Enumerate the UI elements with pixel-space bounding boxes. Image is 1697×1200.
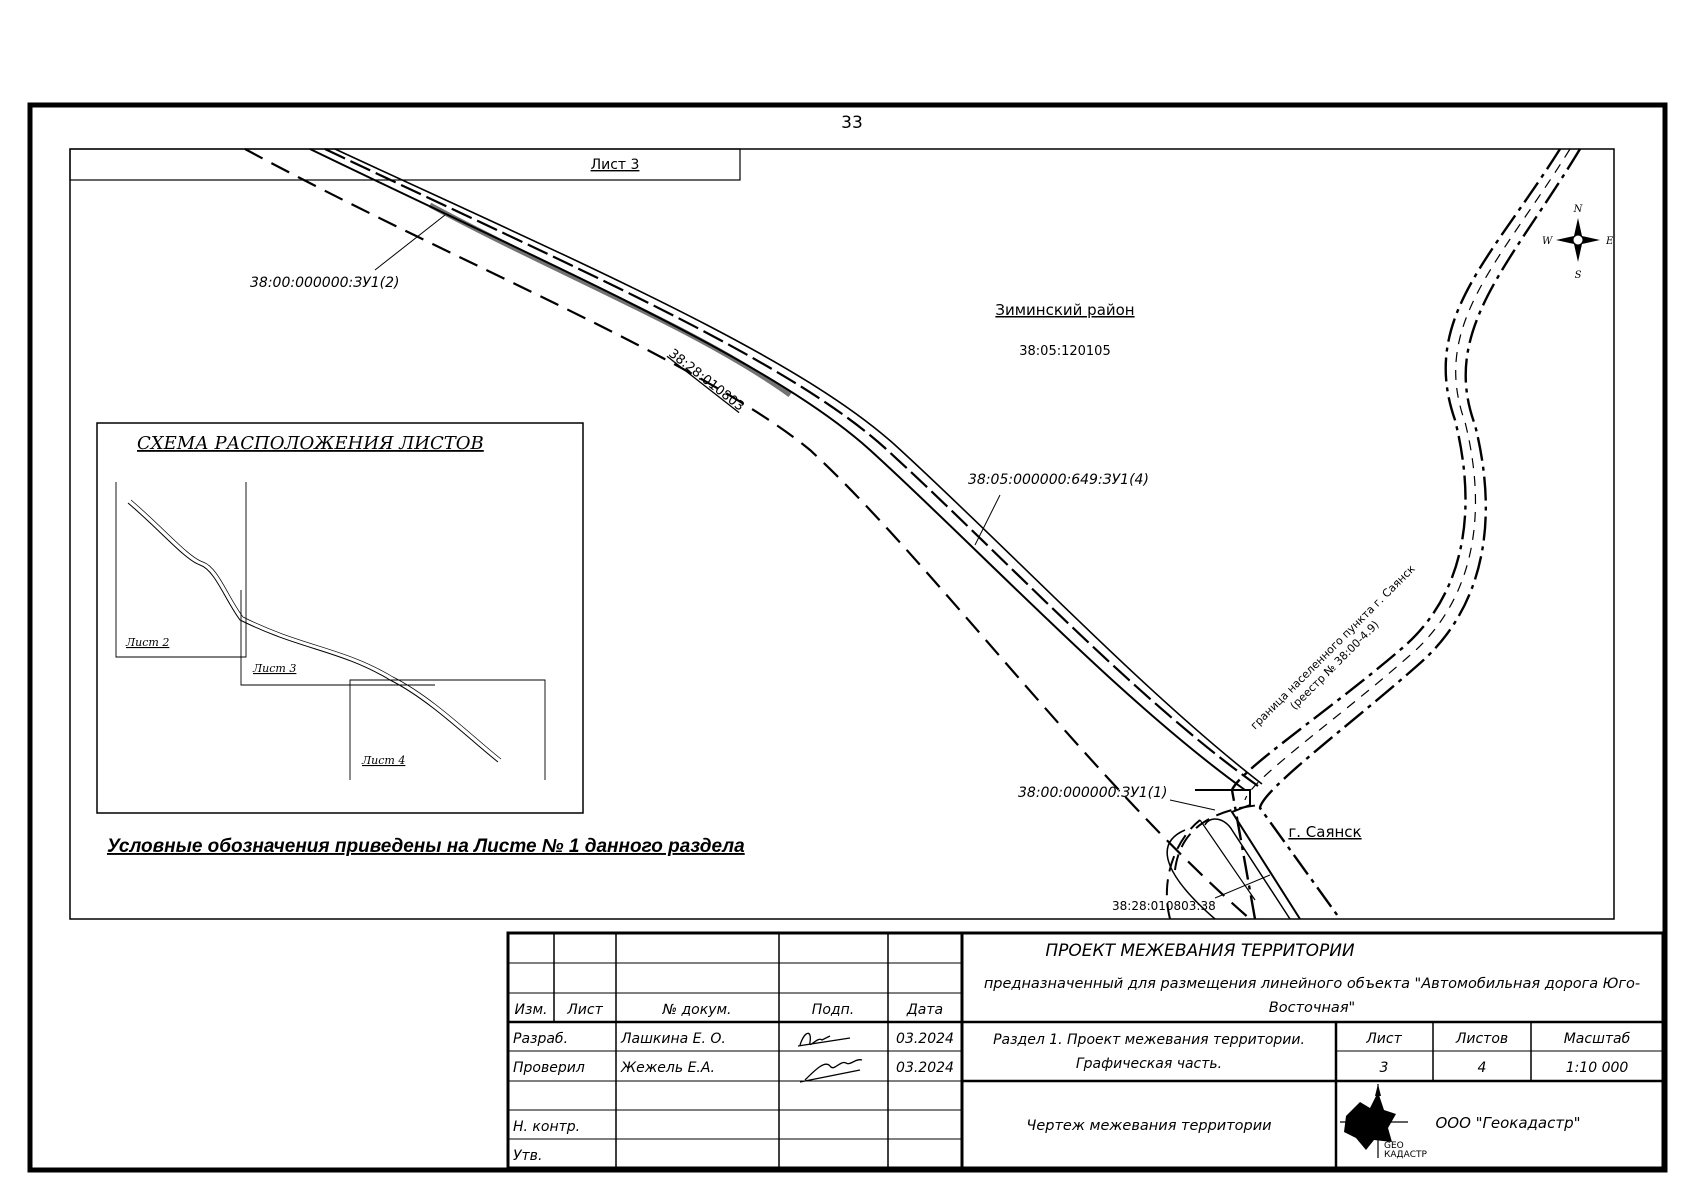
section-line1: Раздел 1. Проект межевания территории.	[993, 1032, 1305, 1048]
town-label: г. Саянск	[1288, 823, 1361, 841]
header-date: Дата	[906, 1002, 943, 1018]
boundary-label-line2: (реестр № 38:00-4.9)	[1288, 618, 1382, 712]
sheets-value: 4	[1478, 1060, 1487, 1076]
section-line2: Графическая часть.	[1076, 1056, 1222, 1072]
sheet-label: Лист 3	[591, 157, 640, 173]
inset-sheet3-box	[240, 590, 435, 686]
compass-rose: N S E W	[1542, 204, 1614, 281]
leader-zu1-1	[1169, 799, 1216, 811]
sheet-layout-inset: СХЕМА РАСПОЛОЖЕНИЯ ЛИСТОВ Лист 2 Лист 3 …	[96, 422, 584, 814]
parcel-label-zu1-1: 38:00:000000:ЗУ1(1)	[1018, 785, 1167, 801]
block-label: 38:28:010803	[666, 346, 747, 414]
compass-n: N	[1573, 204, 1584, 215]
logo-text-kadastr: КАДАСТР	[1384, 1150, 1428, 1160]
project-purpose-line2: Восточная"	[1269, 1000, 1355, 1016]
project-purpose-line1: предназначенный для размещения линейного…	[984, 976, 1640, 992]
leader-zu1-2	[374, 214, 446, 271]
logo-text-geo: GEO	[1384, 1141, 1404, 1151]
ramp-line	[1204, 818, 1291, 920]
header-doc-no: № докум.	[661, 1002, 731, 1018]
drawing-name: Чертеж межевания территории	[1026, 1118, 1271, 1134]
parcel-label-38: 38:28:010803:38	[1112, 899, 1216, 913]
compass-e: E	[1605, 236, 1614, 247]
inset-sheet3-label: Лист 3	[252, 662, 296, 675]
compass-center-icon	[1572, 234, 1584, 246]
signature-developed	[797, 1032, 851, 1047]
project-title: ПРОЕКТ МЕЖЕВАНИЯ ТЕРРИТОРИИ	[1045, 941, 1355, 961]
settlement-boundary-inner	[1258, 148, 1582, 920]
road-edge-line-right	[334, 148, 1263, 785]
leader-zu1-4	[974, 494, 1001, 546]
name-developed: Лашкина Е. О.	[620, 1031, 726, 1047]
title-block: Изм. Лист № докум. Подп. Дата Разраб. Ла…	[506, 931, 1665, 1170]
leader-parcel-38	[1214, 874, 1271, 899]
role-approved: Утв.	[513, 1148, 542, 1164]
legend-note: Условные обозначения приведены на Листе …	[107, 836, 745, 857]
date-developed: 03.2024	[896, 1031, 954, 1047]
company-logo: GEO КАДАСТР	[1340, 1084, 1428, 1160]
compass-east-icon	[1578, 236, 1600, 244]
circle-boundary-left	[1165, 819, 1201, 920]
logo-north-icon	[1375, 1084, 1381, 1096]
inset-road-edge	[130, 499, 502, 760]
sheet-label-box	[69, 148, 741, 181]
inset-title: СХЕМА РАСПОЛОЖЕНИЯ ЛИСТОВ	[137, 433, 484, 454]
sheets-header: Листов	[1455, 1031, 1508, 1047]
road-hatch	[428, 202, 792, 398]
scale-header: Масштаб	[1564, 1031, 1631, 1047]
outer-frame	[27, 102, 1668, 1173]
intersection-parcel	[1195, 789, 1301, 920]
header-list: Лист	[566, 1002, 603, 1018]
parcel-label-zu1-2: 38:00:000000:ЗУ1(2)	[250, 275, 399, 291]
road-corridor-line	[324, 148, 1259, 787]
compass-south-icon	[1574, 240, 1582, 262]
compass-w: W	[1542, 236, 1553, 247]
compass-s: S	[1575, 270, 1582, 281]
logo-shape-icon	[1344, 1092, 1396, 1150]
ramp-line-inner	[1199, 819, 1256, 901]
inset-frame	[96, 422, 584, 814]
circle-boundary	[1174, 804, 1261, 871]
compass-west-icon	[1556, 236, 1578, 244]
signature-checked	[799, 1059, 863, 1083]
district-cadastre-label: 38:05:120105	[1019, 344, 1110, 359]
sheet-value: 3	[1380, 1060, 1389, 1076]
date-checked: 03.2024	[896, 1060, 954, 1076]
company-name: ООО "Геокадастр"	[1435, 1114, 1580, 1132]
role-checked: Проверил	[513, 1060, 585, 1076]
inset-sheet2-label: Лист 2	[125, 636, 169, 649]
name-checked: Жежель Е.А.	[620, 1060, 715, 1076]
sheet-header: Лист	[1365, 1031, 1402, 1047]
page-number: 33	[841, 113, 863, 133]
map-frame	[69, 148, 1615, 920]
inset-road	[127, 502, 499, 763]
district-label: Зиминский район	[995, 301, 1134, 319]
settlement-boundary-outer	[1230, 148, 1562, 920]
boundary-label-line1: граница населенного пункта г. Саянск	[1248, 562, 1418, 732]
role-developed: Разраб.	[513, 1031, 568, 1047]
role-norm-control: Н. контр.	[513, 1119, 580, 1135]
compass-north-icon	[1574, 218, 1582, 240]
inset-sheet2-box	[115, 482, 247, 658]
scale-value: 1:10 000	[1566, 1060, 1629, 1076]
inset-sheet4-box	[349, 679, 546, 780]
parcel-label-zu1-4: 38:05:000000:649:ЗУ1(4)	[968, 472, 1149, 488]
header-sign: Подп.	[812, 1002, 854, 1018]
inset-sheet4-label: Лист 4	[361, 754, 405, 767]
header-izm: Изм.	[515, 1002, 548, 1018]
block-boundary-line	[244, 148, 1251, 920]
